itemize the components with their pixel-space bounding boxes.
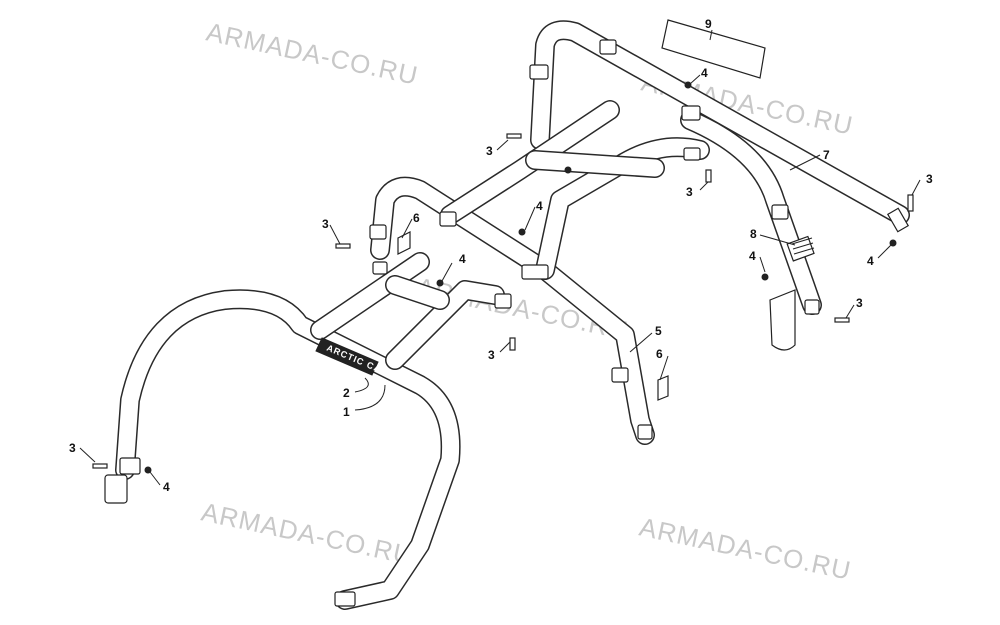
callout-7: 7 <box>823 148 830 162</box>
nut <box>518 228 526 236</box>
callout-3: 3 <box>686 185 693 199</box>
center-frame <box>370 100 710 445</box>
panel-part-9 <box>661 19 766 79</box>
lower-mount <box>769 289 796 351</box>
callout-4: 4 <box>701 66 708 80</box>
bolt <box>506 133 522 139</box>
watermarks: ARMADA-CO.RU ARMADA-CO.RU ARMADA-CO.RU A… <box>199 17 856 586</box>
callout-3: 3 <box>69 441 76 455</box>
watermark-bottom-left: ARMADA-CO.RU <box>199 497 416 571</box>
nut <box>761 273 769 281</box>
callout-1: 1 <box>343 405 350 419</box>
nut <box>144 466 152 474</box>
callout-4: 4 <box>536 199 543 213</box>
front-hoop-part-1 <box>115 252 505 610</box>
bolt <box>907 194 914 212</box>
callout-9: 9 <box>705 17 712 31</box>
callout-3: 3 <box>926 172 933 186</box>
clamp <box>637 424 653 440</box>
clamp <box>369 224 387 240</box>
nut <box>436 279 444 287</box>
spring-part-8 <box>769 235 815 351</box>
bolt <box>705 169 712 183</box>
callout-labels: 9 4 3 7 3 3 4 3 6 8 4 4 4 3 5 6 3 2 1 3 … <box>69 17 933 494</box>
watermark-bottom-right: ARMADA-CO.RU <box>637 512 854 586</box>
bolt <box>335 243 351 249</box>
rear-bar-part-7 <box>530 20 910 315</box>
clamp <box>804 299 820 315</box>
callout-4: 4 <box>749 249 756 263</box>
nut <box>564 166 572 174</box>
callout-4: 4 <box>459 252 466 266</box>
panels-part-6 <box>397 231 669 401</box>
bolt <box>834 317 850 323</box>
clamp <box>521 264 549 280</box>
bolt <box>92 463 108 469</box>
callout-4: 4 <box>867 254 874 268</box>
callout-3: 3 <box>856 296 863 310</box>
nut <box>684 81 692 89</box>
callout-3: 3 <box>486 144 493 158</box>
callout-2: 2 <box>343 386 350 400</box>
fasteners <box>92 81 914 474</box>
clamp <box>119 457 141 475</box>
clamp <box>599 39 617 55</box>
clamp <box>529 64 549 80</box>
rear-bar-end-cap <box>886 207 910 233</box>
clamp <box>494 293 512 309</box>
nut <box>889 239 897 247</box>
watermark-top-left: ARMADA-CO.RU <box>204 17 421 91</box>
callout-5: 5 <box>655 324 662 338</box>
leader-lines <box>79 29 921 486</box>
bolt <box>509 337 516 351</box>
clamp <box>334 591 356 607</box>
clamp <box>681 105 701 121</box>
clamp <box>771 204 789 220</box>
callout-3: 3 <box>488 348 495 362</box>
callout-3: 3 <box>322 217 329 231</box>
callout-8: 8 <box>750 227 757 241</box>
clamps <box>104 39 820 607</box>
callout-4: 4 <box>163 480 170 494</box>
clamp <box>439 211 457 227</box>
clamp <box>611 367 629 383</box>
callout-6: 6 <box>413 211 420 225</box>
front-foot <box>104 474 128 504</box>
clamp <box>683 147 701 161</box>
clamp <box>372 261 388 275</box>
callout-6: 6 <box>656 347 663 361</box>
